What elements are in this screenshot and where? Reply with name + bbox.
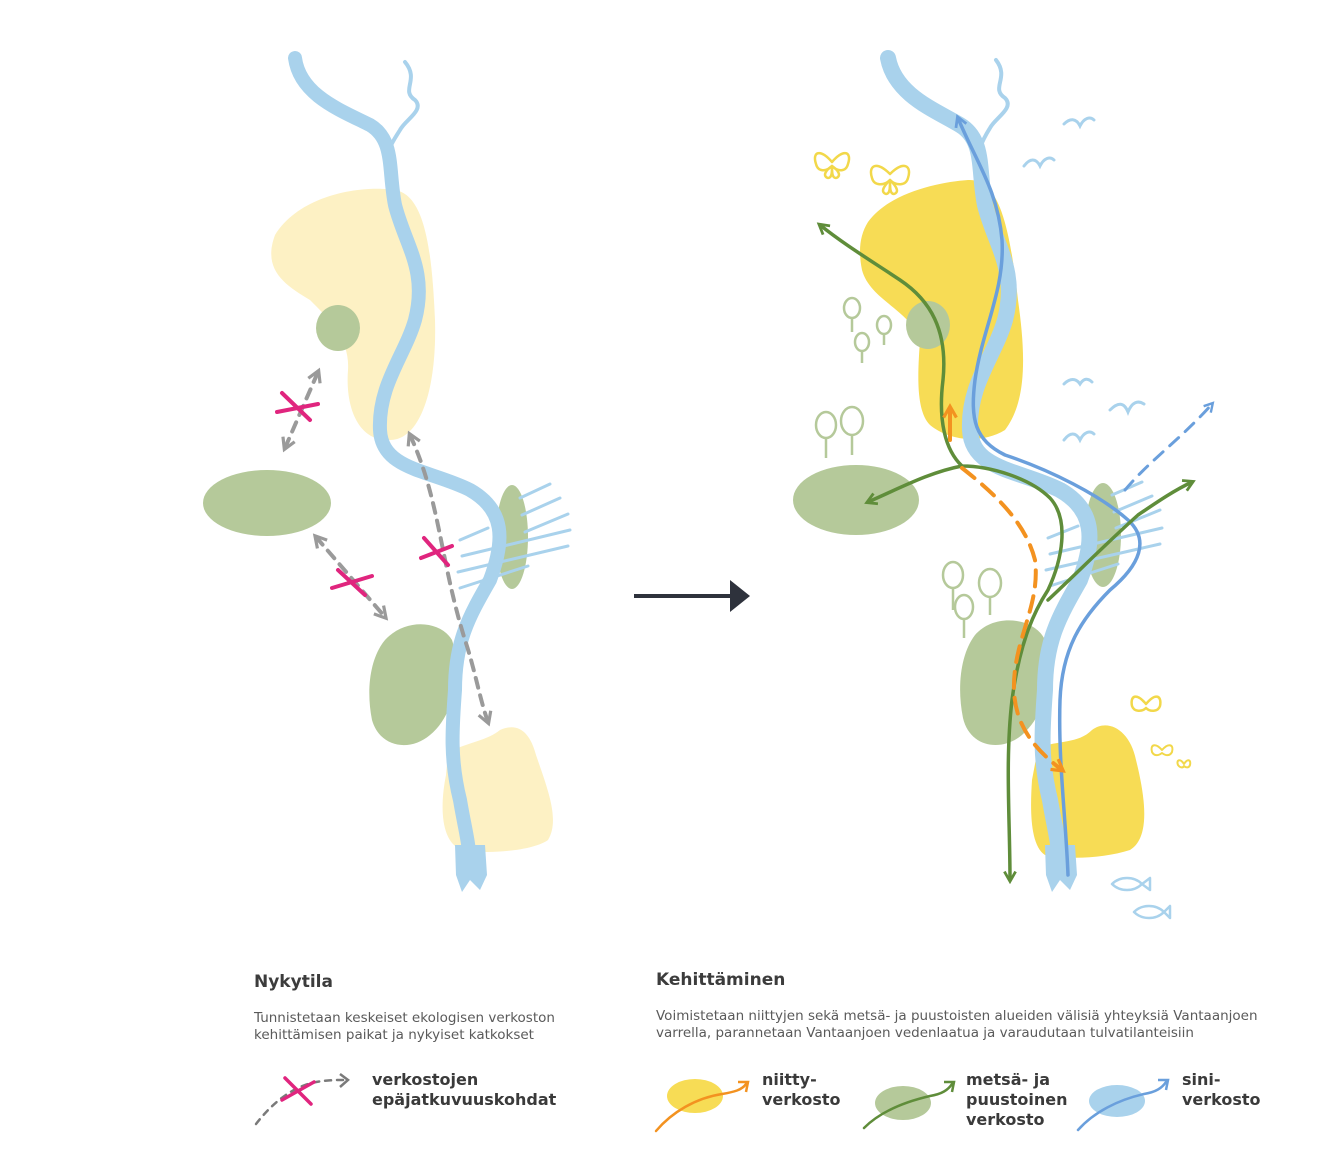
legend-label-line: sini- xyxy=(1182,1070,1221,1089)
green-arrow-main xyxy=(816,222,1064,885)
tree-icon xyxy=(814,405,865,458)
tributary-development xyxy=(978,58,1010,150)
description-line: Tunnistetaan keskeiset ekologisen verkos… xyxy=(254,1010,555,1026)
description-line: varrella, parannetaan Vantaanjoen vedenl… xyxy=(656,1025,1194,1041)
development-title: Kehittäminen xyxy=(656,970,786,990)
legend-label-line: verkostojen xyxy=(372,1070,479,1089)
legend-blue-icon xyxy=(1076,1078,1170,1132)
butterfly-icon xyxy=(869,164,911,196)
forest-patch-east xyxy=(496,485,528,589)
river-delta-current xyxy=(455,845,487,892)
forest-patch-west xyxy=(203,470,331,536)
legend-forest-label: metsä- ja puustoinen verkosto xyxy=(966,1070,1068,1130)
current-state-title: Nykytila xyxy=(254,972,333,992)
fish-icon xyxy=(1110,876,1172,920)
gray-arrow-river-crossing xyxy=(406,430,493,727)
tree-icon xyxy=(842,296,893,363)
meadow-network-arrows xyxy=(942,403,1066,773)
legend-break-label: verkostojen epäjatkuvuuskohdat xyxy=(372,1070,556,1110)
tributary-current xyxy=(388,60,420,150)
legend-label-line: verkosto xyxy=(1182,1090,1261,1109)
development-map xyxy=(793,50,1215,920)
butterfly-icon xyxy=(1150,744,1192,769)
arrow-right-icon xyxy=(634,580,750,612)
legend-label-line: verkosto xyxy=(966,1110,1045,1129)
forest-patch-small-north xyxy=(316,305,360,351)
legend-meadow-label: niitty- verkosto xyxy=(762,1070,841,1110)
legend-label-line: epäjatkuvuuskohdat xyxy=(372,1090,557,1109)
development-description: Voimistetaan niittyjen sekä metsä- ja pu… xyxy=(656,1008,1258,1042)
forest-patch-west xyxy=(793,465,919,535)
legend-break-icon xyxy=(254,1073,350,1126)
green-arrow-east-branch xyxy=(1046,479,1196,602)
gray-arrow-middle xyxy=(312,533,389,621)
description-line: Voimistetaan niittyjen sekä metsä- ja pu… xyxy=(656,1008,1258,1024)
legend-label-line: verkosto xyxy=(762,1090,841,1109)
orange-dashed-arrow xyxy=(960,466,1066,773)
blue-dashed-arrow xyxy=(1123,401,1215,492)
break-cross-icon xyxy=(330,568,374,597)
description-line: kehittämisen paikat ja nykyiset katkokse… xyxy=(254,1027,534,1043)
green-arrow-west-branch xyxy=(864,464,964,506)
break-cross-icon xyxy=(419,536,454,567)
legend-label-line: puustoinen xyxy=(966,1090,1068,1109)
legend-meadow-icon xyxy=(654,1079,750,1133)
current-state-map xyxy=(203,51,572,892)
break-cross-icon xyxy=(275,391,320,422)
green-network-arrows xyxy=(816,222,1196,885)
legend-blue-label: sini- verkosto xyxy=(1182,1070,1261,1110)
break-cross-icon xyxy=(280,1076,316,1106)
legend-forest-icon xyxy=(862,1080,956,1130)
forest-patch-south xyxy=(369,624,457,746)
tree-icon xyxy=(941,560,1003,638)
legend-label-line: metsä- ja xyxy=(966,1070,1050,1089)
current-state-description: Tunnistetaan keskeiset ekologisen verkos… xyxy=(254,1010,555,1044)
bird-icon xyxy=(1022,116,1146,444)
river-delta-development xyxy=(1045,845,1077,892)
legend-label-line: niitty- xyxy=(762,1070,817,1089)
butterfly-icon xyxy=(813,152,851,180)
butterfly-icon xyxy=(1130,695,1162,712)
